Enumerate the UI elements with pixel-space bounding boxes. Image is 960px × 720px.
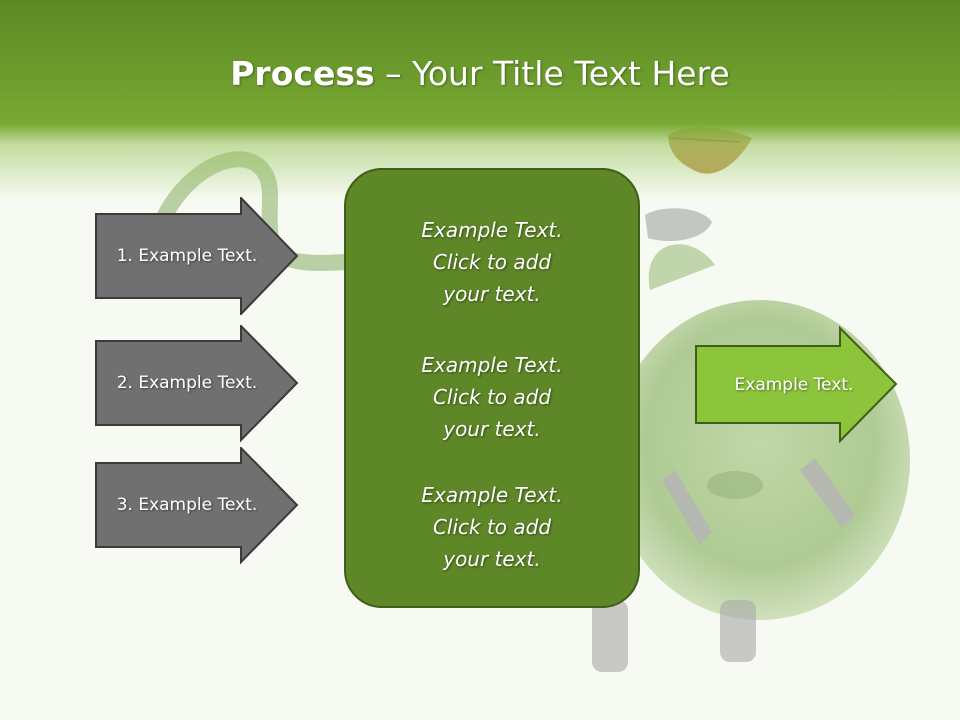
arrow-shape <box>695 326 898 444</box>
arrow-shape <box>95 197 299 315</box>
text-line: Click to add <box>432 515 552 539</box>
output-arrow[interactable]: Example Text. <box>694 326 900 444</box>
text-line: Click to add <box>432 385 552 409</box>
arrow-shape <box>95 325 299 443</box>
plug-prong <box>800 458 855 528</box>
piggy-snout <box>707 471 763 499</box>
title-bold: Process <box>230 54 375 93</box>
page-title: Process – Your Title Text Here <box>0 52 960 96</box>
header-band <box>0 0 960 200</box>
text-line: Click to add <box>432 250 552 274</box>
process-step-arrow-1[interactable]: 1. Example Text. <box>95 197 300 315</box>
process-step-arrow-3[interactable]: 3. Example Text. <box>95 447 300 565</box>
text-line: Example Text. <box>421 218 563 242</box>
text-line: your text. <box>443 282 541 306</box>
process-step-arrow-2[interactable]: 2. Example Text. <box>95 325 300 443</box>
center-text-box[interactable]: Example Text. Click to add your text. Ex… <box>344 168 640 608</box>
text-line: your text. <box>443 417 541 441</box>
text-line: Example Text. <box>421 353 563 377</box>
arrow-label: Example Text. <box>734 374 854 395</box>
center-text-block-2: Example Text. Click to add your text. <box>346 349 638 445</box>
piggy-leg <box>592 600 628 672</box>
piggy-leg <box>720 600 756 662</box>
arrow-label: 2. Example Text. <box>116 373 258 393</box>
piggy-shadow <box>645 208 712 242</box>
arrow-shape <box>95 447 299 565</box>
arrow-label: 1. Example Text. <box>116 246 258 266</box>
arrow-label: 3. Example Text. <box>116 495 258 515</box>
plug-prong <box>662 470 712 545</box>
center-text-block-1: Example Text. Click to add your text. <box>346 214 638 310</box>
title-rest: – Your Title Text Here <box>374 54 730 93</box>
center-text-block-3: Example Text. Click to add your text. <box>346 479 638 575</box>
text-line: Example Text. <box>421 483 563 507</box>
piggy-ear <box>648 244 715 290</box>
text-line: your text. <box>443 547 541 571</box>
